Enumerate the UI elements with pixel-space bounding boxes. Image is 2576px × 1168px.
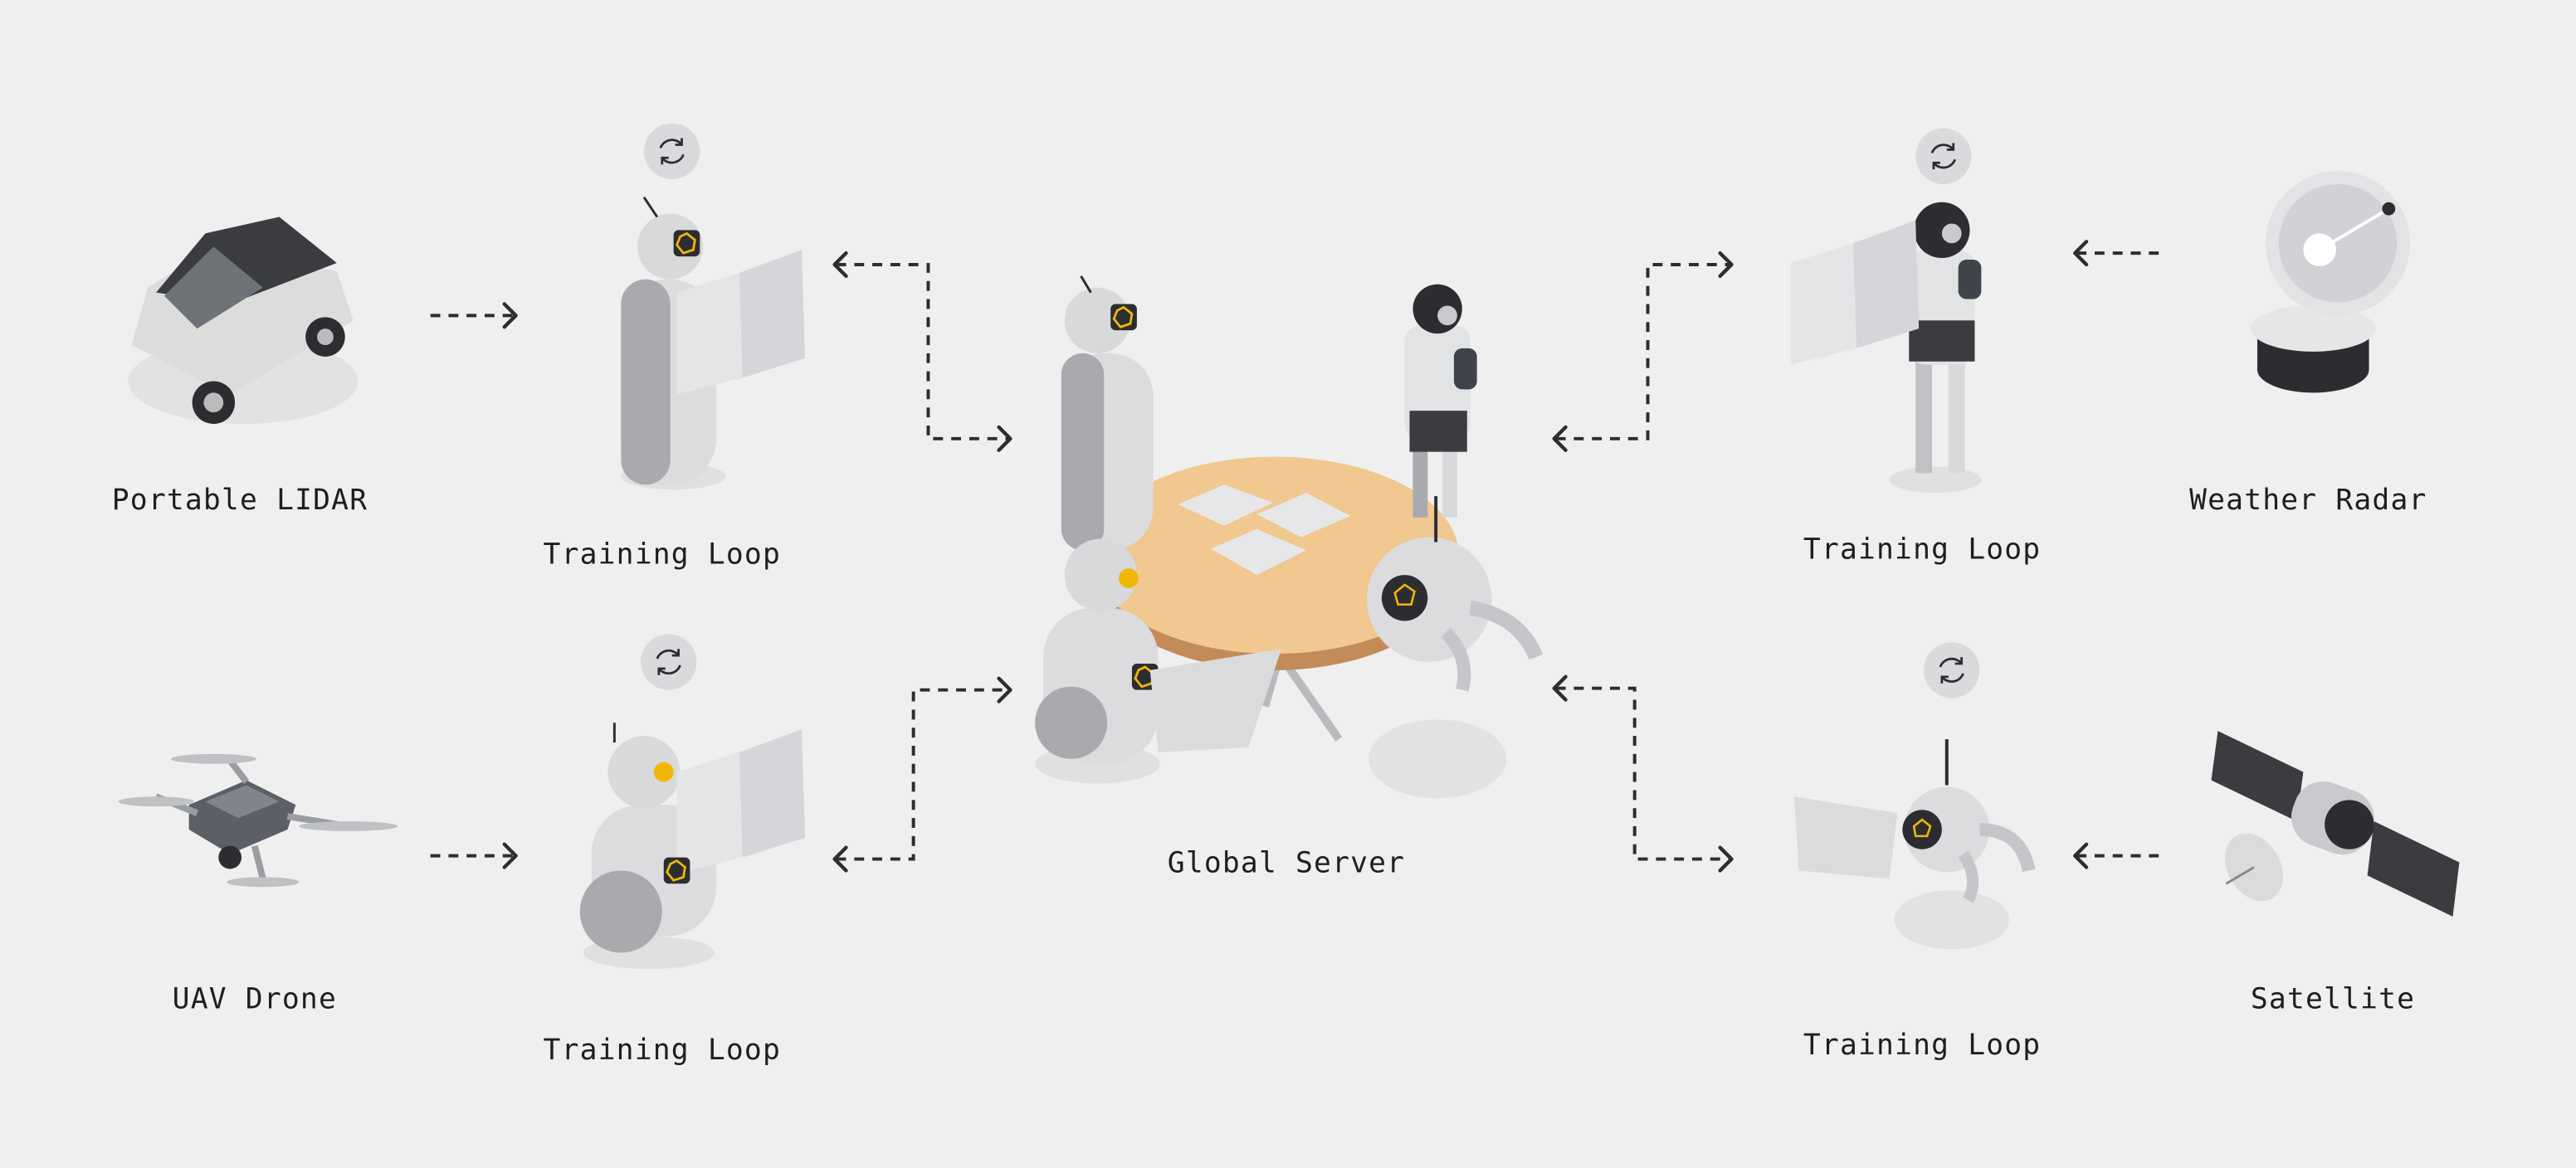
sync-icon (642, 122, 701, 181)
robot-top-right (1790, 202, 1982, 494)
arrow-satellite-to-training (2073, 842, 2161, 869)
label-training-loop-bottom-left: Training Loop (544, 1034, 781, 1067)
arrow-training-bottom-left-server (832, 676, 1012, 873)
sync-icon (1922, 640, 1981, 699)
label-satellite: Satellite (2251, 983, 2415, 1016)
radar-illustration (2251, 171, 2411, 393)
sync-icon (639, 632, 698, 692)
sync-icon (1914, 127, 1973, 186)
label-training-loop-bottom-right: Training Loop (1803, 1029, 2041, 1062)
label-uav-drone: UAV Drone (173, 983, 337, 1016)
label-global-server: Global Server (1168, 846, 1405, 879)
arrow-training-top-left-server (832, 251, 1012, 452)
label-portable-lidar: Portable LIDAR (112, 484, 368, 517)
robot-bottom-left (579, 723, 805, 970)
robot-top-left (621, 196, 805, 490)
arrow-drone-to-training (430, 842, 518, 869)
label-training-loop-top-right: Training Loop (1803, 533, 2041, 566)
arrow-server-training-bottom-right (1552, 674, 1734, 873)
label-weather-radar: Weather Radar (2189, 484, 2427, 517)
robot-bottom-right (1793, 739, 2036, 950)
label-training-loop-top-left: Training Loop (544, 538, 781, 571)
global-server-illustration (1035, 275, 1544, 799)
car-illustration (128, 217, 359, 424)
arrow-server-training-top-right (1552, 251, 1734, 452)
drone-illustration (118, 753, 398, 888)
arrow-lidar-to-training (430, 302, 518, 329)
satellite-illustration (2211, 731, 2460, 917)
arrow-radar-to-training (2073, 240, 2161, 267)
